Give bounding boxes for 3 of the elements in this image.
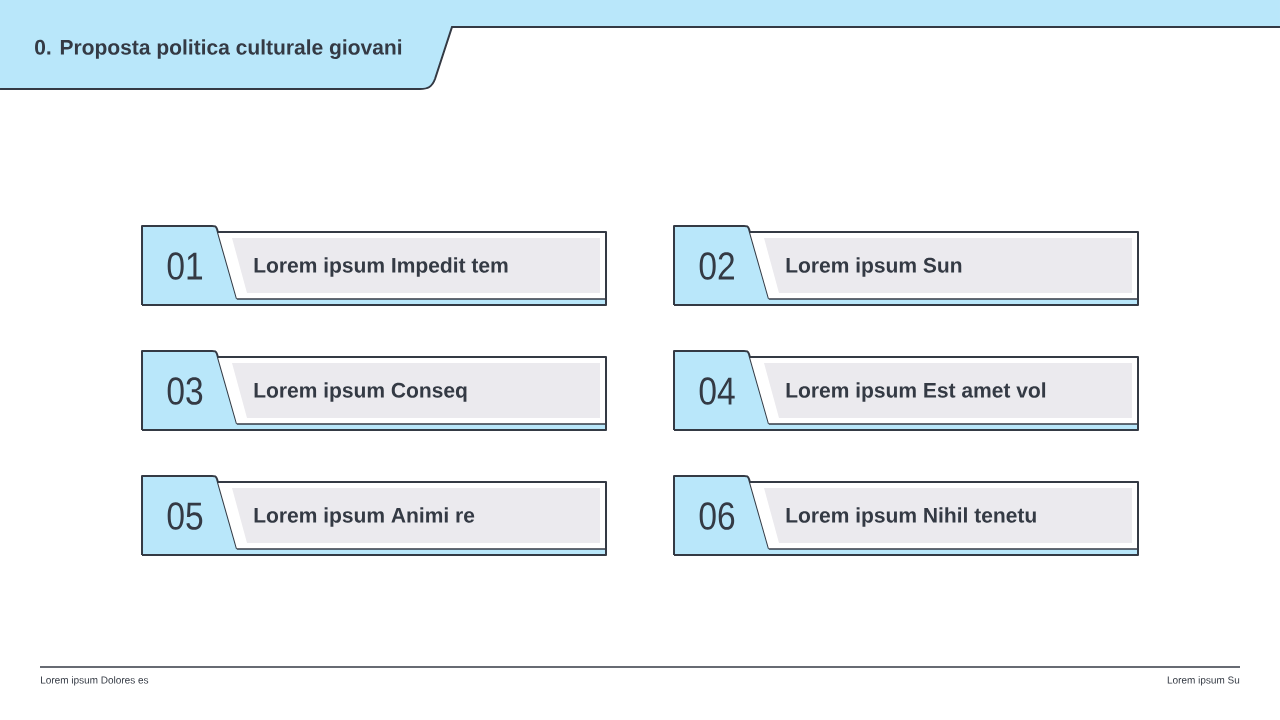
footer-text: Lorem ipsum Dolores es [41, 676, 149, 686]
footer-text: Lorem ipsum Su [1167, 676, 1240, 686]
header-banner: 0. Proposta politica culturale giovani [0, 0, 1280, 90]
